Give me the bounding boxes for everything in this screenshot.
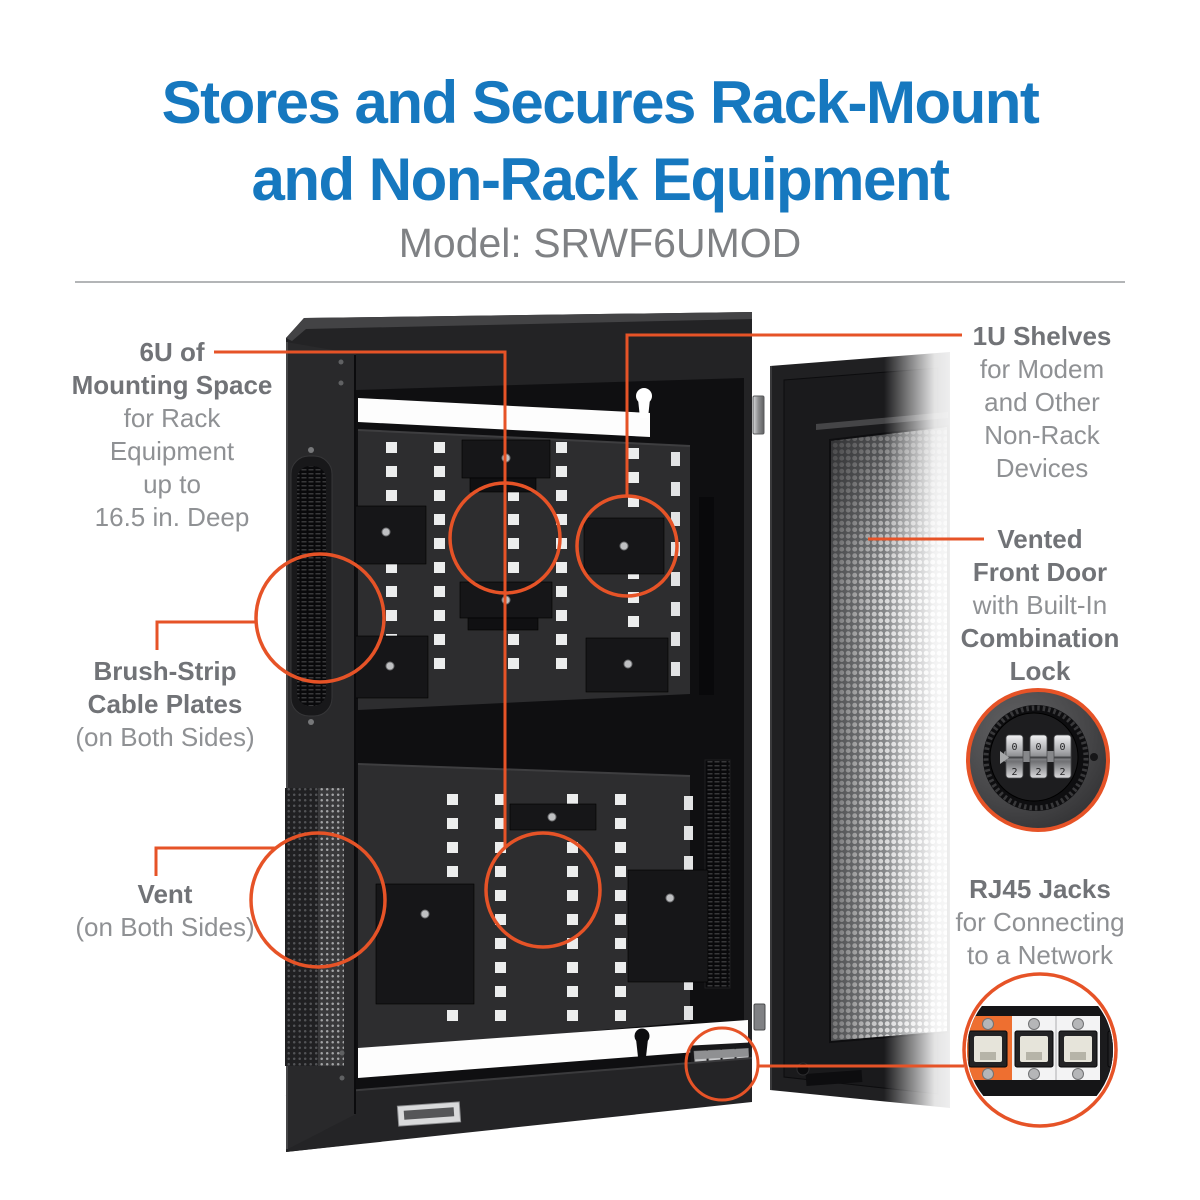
lock-notch bbox=[1090, 753, 1098, 761]
door-hinge-bracket bbox=[699, 497, 714, 695]
callout-line: and Other bbox=[984, 387, 1100, 417]
callout-line-vent bbox=[154, 846, 277, 876]
callout-line: Equipment bbox=[109, 436, 235, 466]
callout-line: Combination bbox=[960, 623, 1120, 653]
lock-wheels: 0 0 0 2 2 2 bbox=[1005, 734, 1072, 779]
callout-line-cable-plates bbox=[155, 620, 256, 650]
callout-line: for Rack bbox=[123, 403, 221, 433]
page-title: Stores and Secures Rack-Mount and Non-Ra… bbox=[0, 64, 1200, 218]
callout-line: RJ45 Jacks bbox=[969, 874, 1111, 904]
callout-line: (on Both Sides) bbox=[75, 722, 255, 752]
callout-mounting-space: 6U of Mounting Space for Rack Equipment … bbox=[40, 336, 304, 534]
page-title-line1: Stores and Secures Rack-Mount bbox=[161, 69, 1040, 136]
divider bbox=[75, 281, 1125, 283]
rj45-panel-strip bbox=[967, 1006, 1113, 1096]
lock-digit: 2 bbox=[1011, 767, 1017, 778]
lock-digit: 0 bbox=[1035, 742, 1041, 753]
callout-shelves: 1U Shelves for Modem and Other Non-Rack … bbox=[930, 320, 1154, 485]
brush-strip-plate bbox=[290, 447, 333, 725]
lock-pointer bbox=[1000, 751, 1009, 764]
keyhole-top bbox=[636, 388, 652, 418]
callout-line: Mounting Space bbox=[71, 370, 273, 400]
lock-digit: 0 bbox=[1011, 742, 1017, 753]
keyhole-bottom bbox=[634, 1028, 650, 1057]
callout-vent: Vent (on Both Sides) bbox=[45, 878, 285, 944]
callout-line: Cable Plates bbox=[87, 689, 243, 719]
cabinet-body bbox=[285, 312, 753, 1152]
highlight-circle-vent bbox=[249, 831, 387, 969]
callout-front-door: Vented Front Door with Built-In Combinat… bbox=[920, 523, 1160, 688]
cabinet-left-side bbox=[285, 342, 356, 1150]
cabinet-top-edge bbox=[286, 312, 752, 341]
wall-gap-bottom bbox=[358, 1020, 748, 1078]
callout-line: Brush-Strip bbox=[93, 656, 237, 686]
highlight-circle-shelf bbox=[575, 494, 679, 598]
callout-line: Vent bbox=[137, 879, 193, 909]
right-brush-strip bbox=[704, 759, 731, 989]
callout-line: Vented bbox=[997, 524, 1083, 554]
edge-fade bbox=[884, 338, 976, 1130]
highlight-circle-mounting-upper bbox=[448, 481, 562, 595]
cabinet-bottom-tray bbox=[285, 1057, 753, 1152]
highlight-circle-brush-strip bbox=[254, 552, 386, 684]
combination-lock-inset: 0 0 0 2 2 2 bbox=[966, 688, 1110, 832]
callout-rj45: RJ45 Jacks for Connecting to a Network bbox=[920, 873, 1160, 972]
callout-line-shelves bbox=[625, 333, 962, 496]
callout-line: with Built-In bbox=[972, 590, 1108, 620]
door-hinge-bottom bbox=[753, 1003, 766, 1031]
lock-digit: 0 bbox=[1059, 742, 1065, 753]
panel-screws bbox=[982, 1018, 1084, 1080]
callout-line: (on Both Sides) bbox=[75, 912, 255, 942]
callout-line: 1U Shelves bbox=[972, 321, 1112, 351]
highlight-circle-mounting-lower bbox=[484, 831, 602, 949]
callout-line: Lock bbox=[1009, 656, 1071, 686]
shelf-brackets-lower bbox=[375, 803, 709, 1005]
bracket-screws-lower bbox=[420, 812, 675, 919]
lock-digit: 2 bbox=[1035, 767, 1041, 778]
callout-lines bbox=[154, 333, 984, 1102]
callout-cable-plates: Brush-Strip Cable Plates (on Both Sides) bbox=[45, 655, 285, 754]
callout-line: Non-Rack bbox=[984, 420, 1100, 450]
model-subtitle: Model: SRWF6UMOD bbox=[398, 220, 802, 266]
callout-line: up to bbox=[143, 469, 201, 499]
callout-line: to a Network bbox=[967, 940, 1113, 970]
side-vent bbox=[285, 788, 344, 1066]
callout-line: 16.5 in. Deep bbox=[94, 502, 250, 532]
page-title-line2: and Non-Rack Equipment bbox=[251, 146, 950, 213]
door-hinge-top bbox=[752, 395, 765, 435]
rj45-inset bbox=[962, 972, 1118, 1128]
callout-line: Front Door bbox=[972, 557, 1108, 587]
side-screws bbox=[338, 359, 345, 1081]
lock-digit: 2 bbox=[1059, 767, 1065, 778]
callout-line: for Connecting bbox=[955, 907, 1125, 937]
highlight-circle-rj45 bbox=[684, 1026, 760, 1102]
door-bottom-notch bbox=[805, 1070, 863, 1086]
callout-line: 6U of bbox=[139, 337, 205, 367]
bottom-brush-plate bbox=[396, 1101, 462, 1127]
shelf-brackets-upper bbox=[353, 439, 669, 699]
keystone-jacks bbox=[968, 1030, 1113, 1068]
callout-line: for Modem bbox=[979, 354, 1105, 384]
callout-line: Devices bbox=[995, 453, 1089, 483]
callout-line-mounting-space bbox=[214, 350, 507, 848]
